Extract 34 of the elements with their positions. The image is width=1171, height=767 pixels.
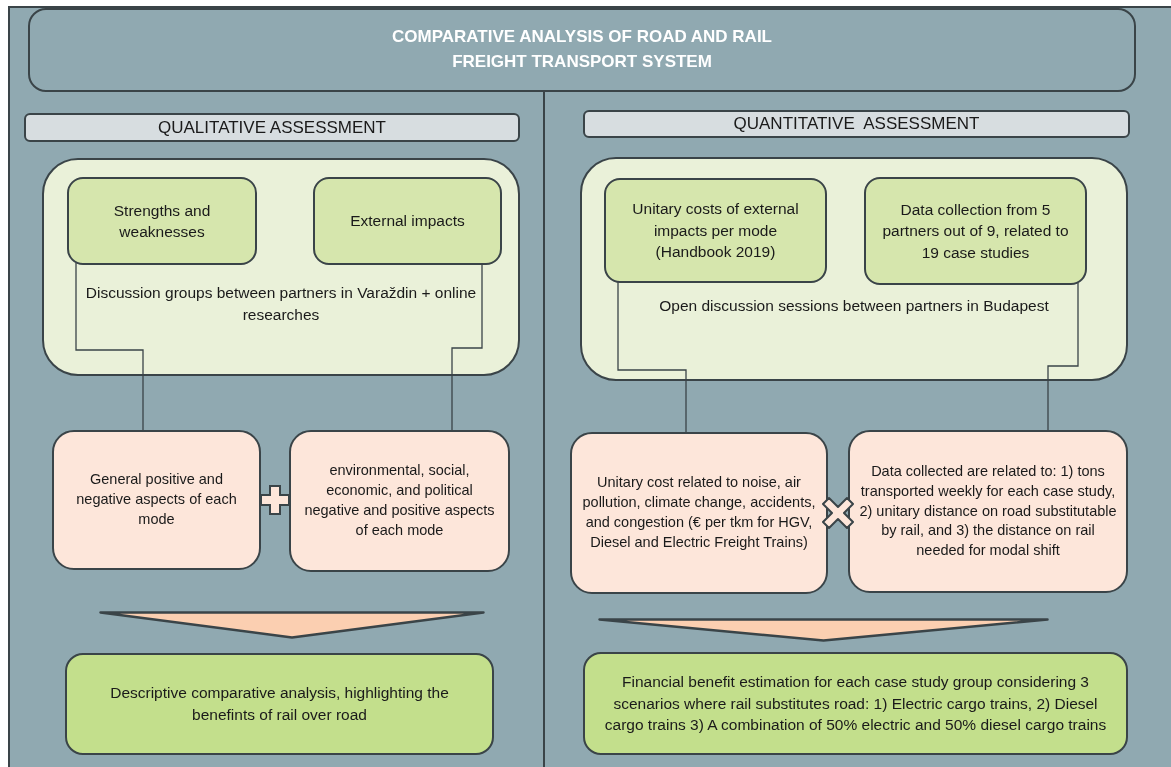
- box-text: Financial benefit estimation for each case study group considering 3 scenarios where rail substitutes road: 1) Electric cargo trains, 2) Diesel cargo trains 3) A combination of 50% electric and 50% diesel cargo trains: [603, 671, 1108, 736]
- group-container: [580, 157, 1128, 381]
- aspect-box: [848, 430, 1128, 593]
- box-text: Data collection from 5 partners out of 9, related to 19 case studies: [881, 199, 1070, 263]
- input-box: [67, 177, 257, 265]
- box-text: Strengths and weaknesses: [112, 200, 212, 242]
- group-container: [42, 158, 520, 376]
- aspect-box: [289, 430, 510, 572]
- result-box: [583, 652, 1128, 755]
- input-box: [864, 177, 1087, 285]
- aspect-box: [570, 432, 828, 594]
- box-text: Descriptive comparative analysis, highlighting the benefints of rail over road: [109, 683, 450, 725]
- box-text: Unitary cost related to noise, air pollution, climate change, accidents, and congestion (€ per tkm for HGV, Diesel and Electric Freight Trains): [581, 473, 817, 552]
- result-box: [65, 653, 494, 755]
- box-text: environmental, social, economic, and political negative and positive aspects of each mode: [303, 461, 496, 540]
- box-text: Unitary costs of external impacts per mode (Handbook 2019): [631, 199, 800, 263]
- title-box: [28, 8, 1136, 92]
- box-text: COMPARATIVE ANALYSIS OF ROAD AND RAIL FREIGHT TRANSPORT SYSTEM: [391, 26, 773, 73]
- section-header: [583, 110, 1130, 138]
- input-box: [604, 178, 827, 283]
- section-header: [24, 113, 520, 142]
- box-text: QUANTITATIVE ASSESSMENT: [733, 114, 980, 134]
- box-text: Data collected are related to: 1) tons transported weekly for each case study, 2) unitary distance on road substitutable by rail, and 3) the distance on rail needed for modal shift: [858, 461, 1118, 561]
- box-text: General positive and negative aspects of each mode: [75, 470, 238, 529]
- connector-line: [617, 280, 687, 433]
- group-text: Discussion groups between partners in Varaždin + online researches: [84, 283, 478, 325]
- aspect-box: [52, 430, 261, 570]
- box-text: QUALITATIVE ASSESSMENT: [158, 117, 386, 138]
- connector-line: [451, 262, 483, 431]
- connector-line: [1047, 282, 1079, 431]
- connector-line: [75, 262, 144, 431]
- box-text: External impacts: [350, 211, 465, 232]
- group-text: Open discussion sessions between partners in Budapest: [658, 296, 1050, 316]
- input-box: [313, 177, 502, 265]
